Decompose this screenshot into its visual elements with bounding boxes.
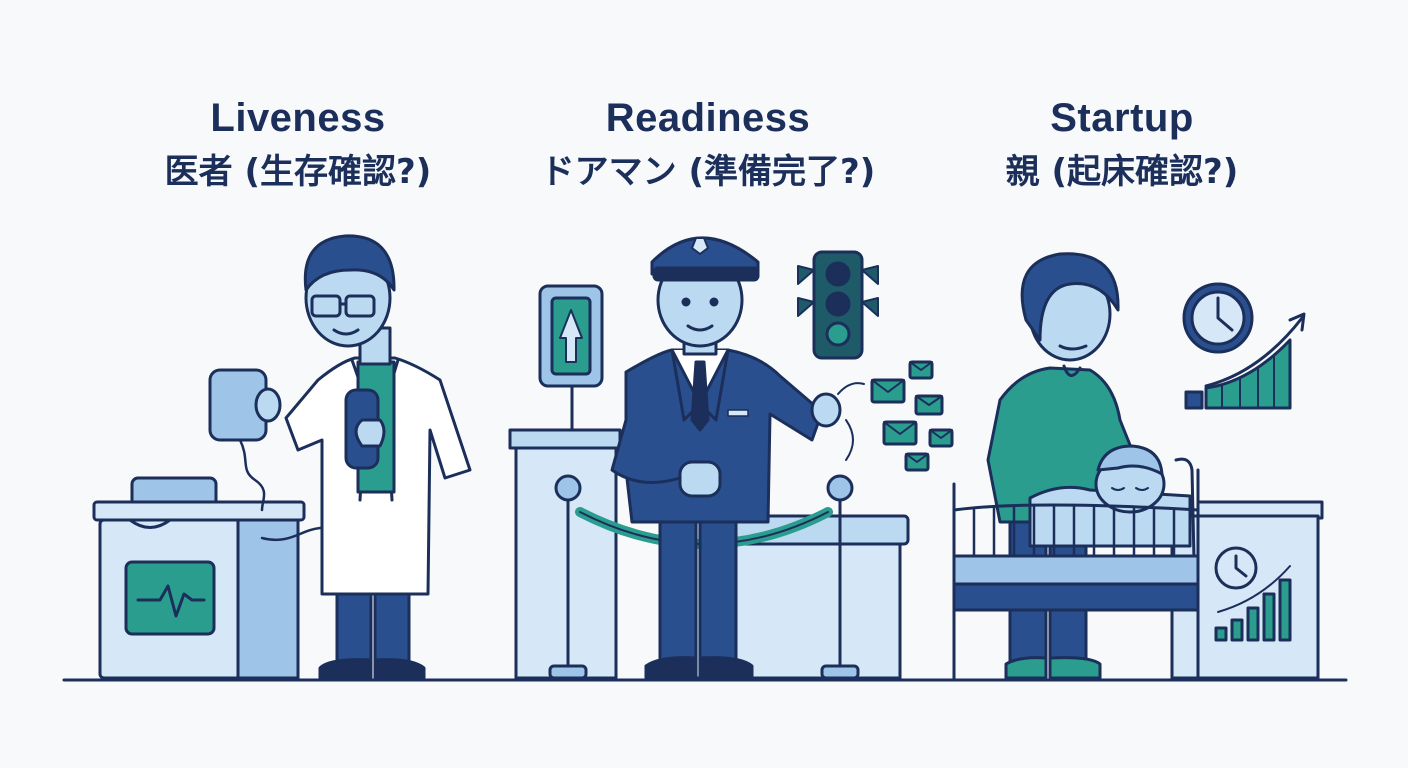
mail-envelopes (837, 360, 954, 472)
baby-crib (952, 444, 1324, 682)
traffic-light (797, 250, 879, 360)
startup-subtitle: 親 (起床確認?) (1005, 152, 1239, 192)
readiness-heading: Readiness ドアマン (準備完了?) (518, 92, 898, 196)
rope-barrier (548, 474, 860, 680)
readiness-subtitle: ドアマン (準備完了?) (540, 152, 876, 192)
wall-clock (1182, 282, 1254, 354)
startup-title: Startup (1050, 96, 1194, 140)
readiness-title: Readiness (605, 96, 811, 140)
heart-monitor (92, 476, 306, 680)
arrow-sign (538, 284, 604, 432)
startup-heading: Startup 親 (起床確認?) (932, 92, 1312, 196)
doctor (208, 234, 472, 680)
liveness-heading: Liveness 医者 (生存確認?) (108, 92, 488, 196)
liveness-title: Liveness (210, 96, 386, 140)
growth-chart (1184, 312, 1306, 410)
doorman (610, 236, 842, 680)
liveness-subtitle: 医者 (生存確認?) (164, 152, 432, 192)
